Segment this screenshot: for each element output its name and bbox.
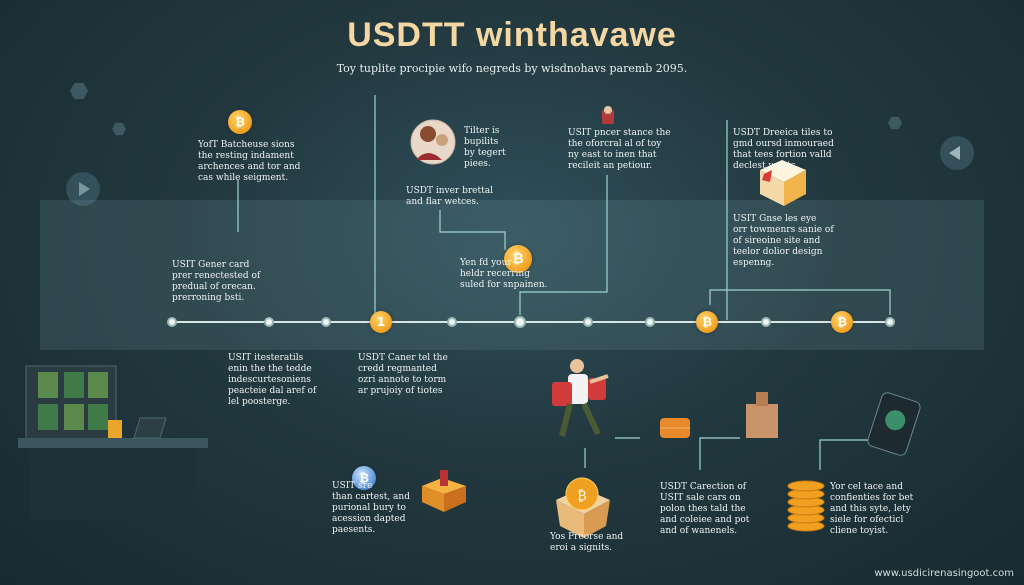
note-bottom-left: USIT sre than cartest, and purional bury… bbox=[332, 481, 410, 535]
connector-line bbox=[699, 437, 740, 470]
note-mid-right: USIT Gnse les eye orr towmenrs sanie of … bbox=[733, 214, 834, 268]
open-box-coin-icon: ₿ bbox=[556, 477, 610, 538]
watermark: www.usdicirenasingoot.com bbox=[874, 568, 1014, 579]
note-bottom-right: Yor cel tace and confienties for bet and… bbox=[830, 482, 914, 536]
back-arrow-icon bbox=[940, 136, 974, 170]
connector-line bbox=[519, 175, 608, 315]
timeline-dot[interactable] bbox=[447, 317, 457, 327]
note-top-usdt-inver: USDT inver brettal and flar wetces. bbox=[406, 186, 493, 207]
note-top-left: YofT Batcheuse sions the resting indamen… bbox=[198, 140, 301, 183]
note-top-tilter: Tilter is bupilits by tegert piees. bbox=[464, 126, 506, 169]
play-icon bbox=[66, 172, 100, 206]
coin-stack-icon bbox=[787, 480, 825, 532]
timeline-coin-milestone[interactable]: ₿ bbox=[696, 311, 718, 333]
timeline-dot[interactable] bbox=[761, 317, 771, 327]
vending-machine-icon bbox=[18, 365, 208, 520]
timeline-band bbox=[40, 200, 984, 350]
timeline-coin-milestone[interactable]: ₿ bbox=[831, 311, 853, 333]
note-mid-center: Yen fd your heldr recerring suled for sn… bbox=[460, 258, 548, 290]
orange-cylinder-icon bbox=[660, 418, 690, 438]
connector-line bbox=[709, 289, 891, 315]
page-subtitle: Toy tuplite procipie wifo negreds by wis… bbox=[336, 62, 688, 75]
timeline-dot[interactable] bbox=[321, 317, 331, 327]
cardboard-box-icon bbox=[746, 392, 778, 438]
timeline-dot[interactable] bbox=[514, 316, 526, 328]
timeline-dot[interactable] bbox=[645, 317, 655, 327]
note-top-right: USDT Dreeica tiles to gmd oursd inmourae… bbox=[733, 128, 834, 171]
present-icon bbox=[602, 106, 614, 124]
timeline-dot[interactable] bbox=[167, 317, 177, 327]
note-bottom-right-center: USDT Carection of USIT sale cars on polo… bbox=[660, 482, 750, 536]
note-low-left: USIT itesteratils enin the the tedde ind… bbox=[228, 353, 317, 407]
connector-line bbox=[819, 439, 870, 470]
hexagon-decoration bbox=[70, 82, 88, 100]
timeline-axis bbox=[172, 321, 890, 323]
bitcoin-coin-icon: ₿ bbox=[352, 466, 376, 490]
bitcoin-coin-icon: ₿ bbox=[228, 110, 252, 134]
note-bottom-center: Yos Preorse and eroi a signits. bbox=[550, 532, 624, 553]
hexagon-decoration bbox=[888, 116, 902, 130]
bitcoin-coin-icon: ₿ bbox=[504, 245, 532, 273]
note-top-usit-pncer: USIT pncer stance the the oforcral al of… bbox=[568, 128, 671, 171]
gift-box-icon bbox=[422, 470, 466, 512]
gift-box-icon bbox=[760, 160, 806, 206]
page-title: USDTT winthavawe bbox=[347, 16, 677, 54]
svg-text:₿: ₿ bbox=[577, 488, 587, 504]
running-man-icon bbox=[552, 359, 609, 437]
person-avatar-icon bbox=[410, 119, 456, 165]
note-mid-left: USIT Gener card prer renectested of pred… bbox=[172, 260, 261, 303]
timeline-dot[interactable] bbox=[583, 317, 593, 327]
timeline-dot[interactable] bbox=[885, 317, 895, 327]
note-low-center: USDT Caner tel the credd regmanted ozri … bbox=[358, 353, 448, 396]
connector-line bbox=[439, 210, 506, 250]
smartphone-icon bbox=[867, 392, 921, 456]
timeline-dot[interactable] bbox=[264, 317, 274, 327]
timeline-coin-milestone[interactable]: 1 bbox=[370, 311, 392, 333]
hexagon-decoration bbox=[112, 122, 126, 136]
